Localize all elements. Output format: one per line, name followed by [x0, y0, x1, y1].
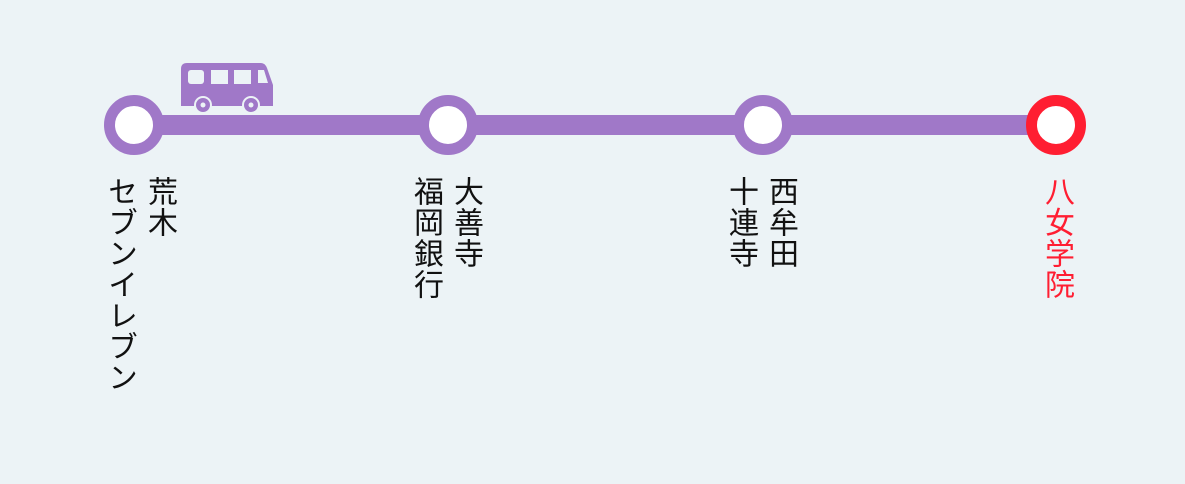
- stop-marker-yame-gakuin[interactable]: [1026, 95, 1086, 155]
- stop-label-daizenji: 大善寺 福岡銀行: [405, 176, 485, 300]
- stop-name-line: セブンイレブン: [102, 176, 137, 393]
- stop-name-line: 荒木: [142, 176, 177, 238]
- stop-label-nishimuta: 西牟田 十連寺: [720, 176, 800, 269]
- stop-marker-araki[interactable]: [104, 95, 164, 155]
- stop-marker-nishimuta[interactable]: [733, 95, 793, 155]
- stop-name-line: 八女学院: [1039, 176, 1074, 300]
- stop-name-line: 十連寺: [723, 176, 758, 269]
- route-line: [134, 115, 1056, 135]
- stop-name-line: 福岡銀行: [408, 176, 443, 300]
- stop-marker-daizenji[interactable]: [418, 95, 478, 155]
- stop-label-yame-gakuin: 八女学院: [1036, 176, 1076, 300]
- stop-name-line: 大善寺: [448, 176, 483, 269]
- bus-icon: [181, 63, 273, 113]
- stop-name-line: 西牟田: [763, 176, 798, 269]
- stop-label-araki: 荒木 セブンイレブン: [99, 176, 179, 393]
